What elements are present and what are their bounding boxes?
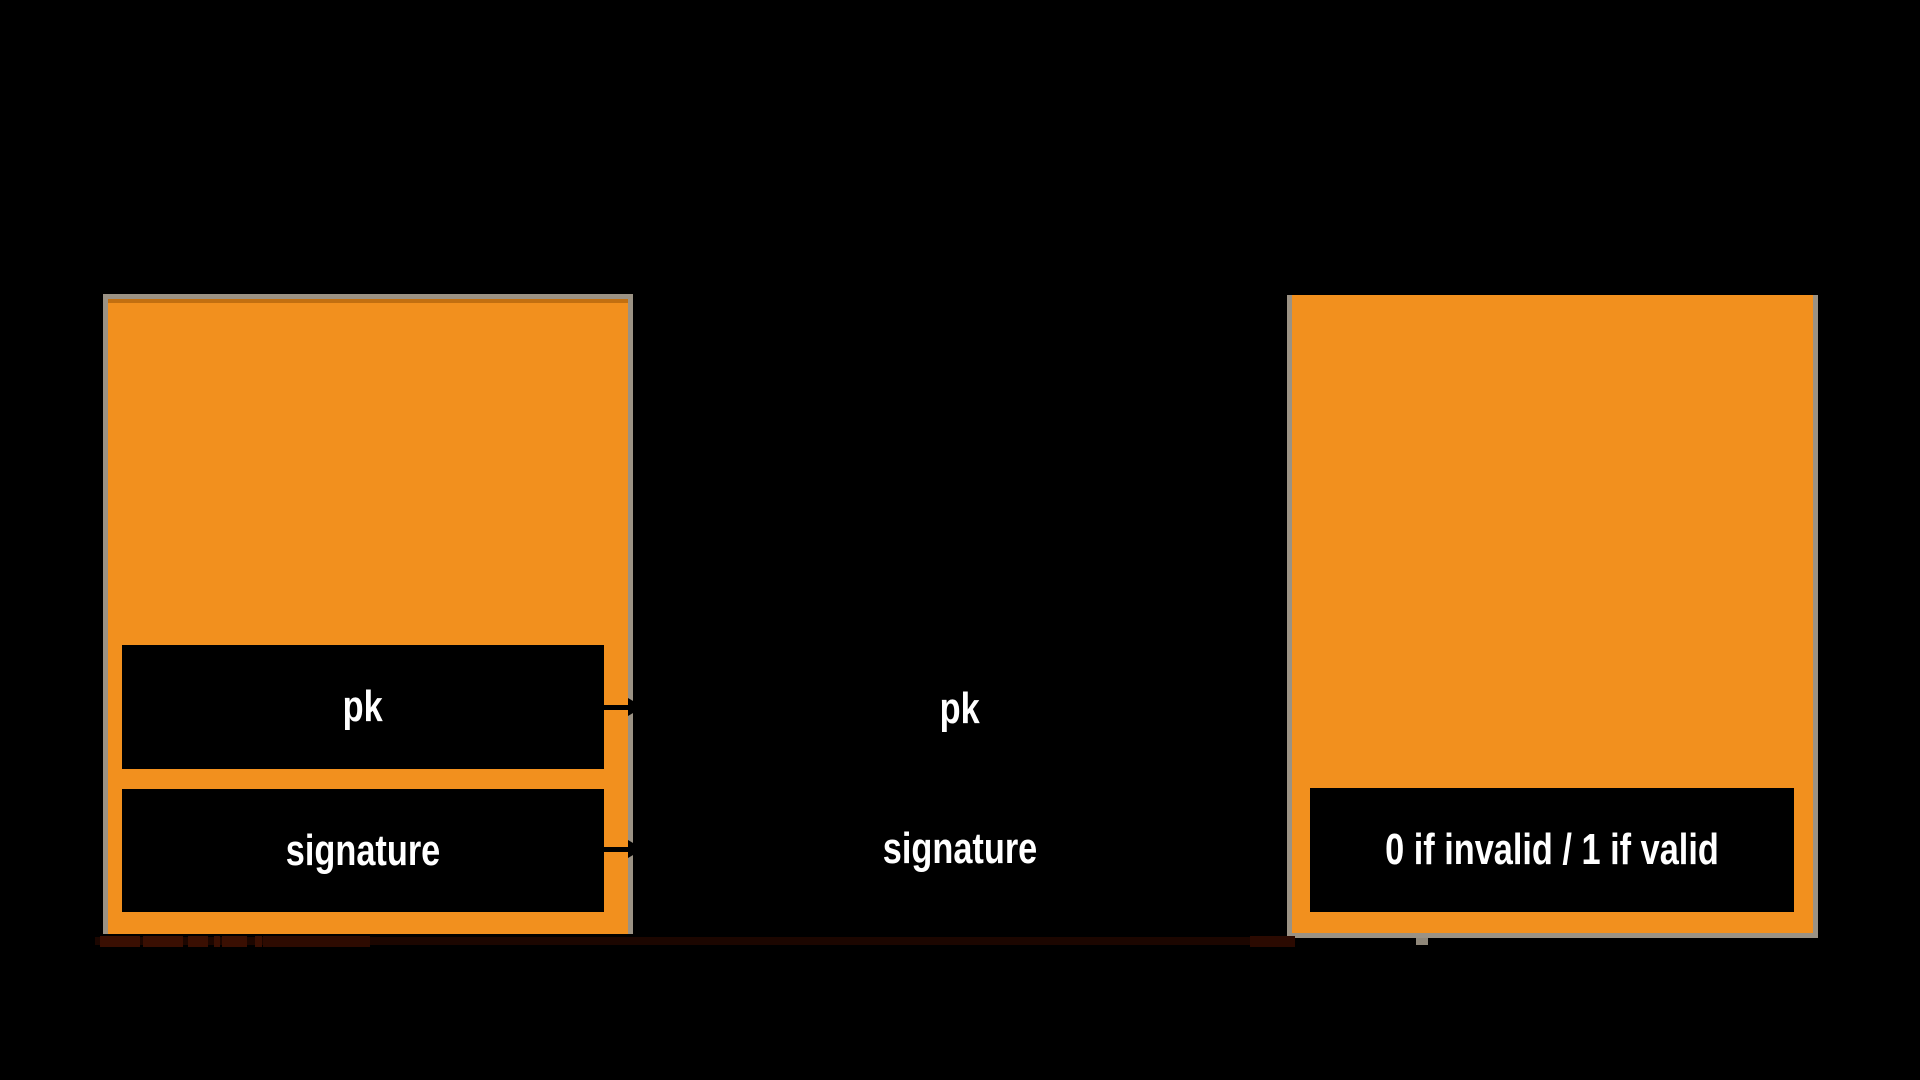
result-field-label: 0 if invalid / 1 if valid xyxy=(1385,825,1719,874)
pk-arrow-line-icon xyxy=(600,705,632,710)
signature-arrow-head-icon xyxy=(628,840,643,858)
panel-top-shadow xyxy=(108,299,628,303)
pk-field: pk xyxy=(122,645,604,769)
pk-arrow-head-icon xyxy=(628,698,643,716)
bottom-artifact-strip xyxy=(95,937,1295,945)
signature-field-label: signature xyxy=(285,825,441,875)
signature-field: signature xyxy=(122,789,604,912)
middle-signature-label: signature xyxy=(882,824,1038,873)
artifact-segment xyxy=(143,936,183,947)
result-field: 0 if invalid / 1 if valid xyxy=(1310,788,1794,912)
artifact-segment xyxy=(255,936,262,947)
result-arrow-line-icon xyxy=(1252,846,1296,851)
artifact-segment xyxy=(188,936,208,947)
signature-arrow-line-icon xyxy=(600,847,632,852)
gray-tab-artifact xyxy=(1416,938,1428,945)
artifact-segment xyxy=(214,936,220,947)
pk-field-label: pk xyxy=(342,682,384,731)
middle-pk-label-wrap: pk xyxy=(860,685,1060,733)
artifact-segment xyxy=(263,936,370,947)
artifact-segment xyxy=(1250,936,1295,947)
artifact-segment xyxy=(100,936,140,947)
artifact-segment xyxy=(222,936,247,947)
middle-signature-label-wrap: signature xyxy=(810,825,1110,873)
middle-pk-label: pk xyxy=(939,684,981,733)
